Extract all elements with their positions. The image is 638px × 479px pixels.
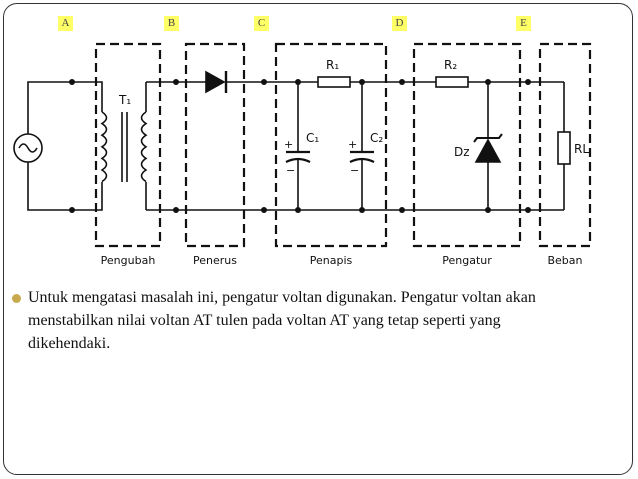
circuit-nodes [69,79,531,213]
label-c2: C₂ [370,131,383,145]
svg-text:−: − [286,164,295,177]
slide: A B C D E [3,3,633,475]
bullet-icon [12,294,21,303]
diode [205,70,226,94]
point-label-b: B [164,16,179,31]
power-supply-circuit-diagram: + − + − T₁ R₁ R₂ C₁ C₂ Dz RL Pengubah Pe… [13,42,592,267]
stage-boxes [94,42,592,248]
resistor-r1 [317,76,351,88]
svg-text:−: − [350,164,359,177]
label-r1: R₁ [326,58,339,72]
svg-text:+: + [284,138,293,151]
transformer-secondary [140,111,148,183]
label-c1: C₁ [306,131,319,145]
zener-diode [474,138,502,163]
stage-label-pengatur: Pengatur [442,254,492,267]
stage-box-penapis [274,42,388,248]
point-label-e: E [516,16,531,31]
svg-text:+: + [348,138,357,151]
label-dz: Dz [454,145,470,159]
stage-label-beban: Beban [547,254,582,267]
stage-label-pengubah: Pengubah [101,254,156,267]
load-resistor [557,131,571,165]
point-label-d: D [392,16,407,31]
transformer-primary [100,111,108,183]
ac-source-wave [18,143,38,153]
label-r2: R₂ [444,58,457,72]
resistor-r2 [435,76,469,88]
point-label-a: A [58,16,73,31]
stage-label-penerus: Penerus [193,254,237,267]
label-t1: T₁ [118,93,131,107]
stage-box-penerus [184,42,246,248]
label-rl: RL [574,142,589,156]
stage-label-penapis: Penapis [310,254,353,267]
body-paragraph: Untuk mengatasi masalah ini, pengatur vo… [28,289,536,352]
stage-box-pengubah [94,42,162,248]
point-label-c: C [254,16,269,31]
